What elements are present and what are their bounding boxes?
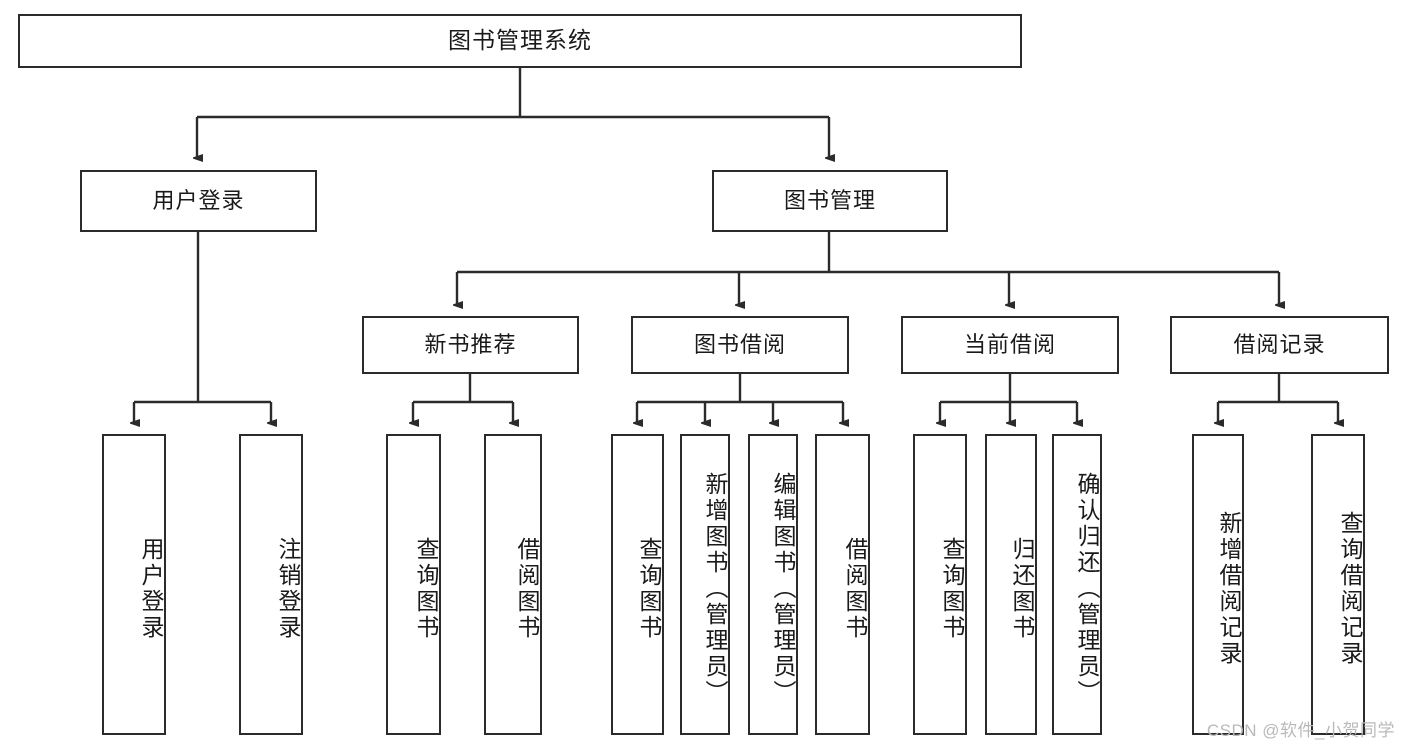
leaf-label: 编辑图书（管理员） [770,471,796,706]
leaf-query-borrow-record[interactable]: 查询借阅记录 [1311,434,1365,735]
leaf-label: 查询图书 [636,536,662,641]
node-current-borrow[interactable]: 当前借阅 [901,316,1119,374]
leaf-label: 查询借阅记录 [1337,510,1363,667]
leaf-label: 注销登录 [275,536,301,641]
node-book-borrow[interactable]: 图书借阅 [631,316,849,374]
leaf-query-book-recommend[interactable]: 查询图书 [386,434,441,735]
leaf-user-login[interactable]: 用户登录 [102,434,166,735]
leaf-borrow-book-recommend[interactable]: 借阅图书 [484,434,542,735]
leaf-borrow-book[interactable]: 借阅图书 [815,434,870,735]
leaf-return-book[interactable]: 归还图书 [985,434,1037,735]
leaf-label: 确认归还（管理员） [1074,471,1100,706]
leaf-add-borrow-record[interactable]: 新增借阅记录 [1192,434,1244,735]
leaf-add-book-admin[interactable]: 新增图书（管理员） [680,434,730,735]
leaf-query-book-borrow[interactable]: 查询图书 [611,434,664,735]
leaf-label: 新增图书（管理员） [702,471,728,706]
leaf-label: 查询图书 [413,536,439,641]
leaf-logout[interactable]: 注销登录 [239,434,303,735]
leaf-edit-book-admin[interactable]: 编辑图书（管理员） [748,434,798,735]
leaf-label: 查询图书 [939,536,965,641]
leaf-label: 归还图书 [1009,536,1035,641]
node-user-login[interactable]: 用户登录 [80,170,317,232]
leaf-label: 用户登录 [138,536,164,641]
leaf-label: 借阅图书 [842,536,868,641]
node-borrow-record[interactable]: 借阅记录 [1170,316,1389,374]
leaf-label: 新增借阅记录 [1216,510,1242,667]
watermark-text: CSDN @软件_小贺同学 [1206,721,1395,740]
node-book-management[interactable]: 图书管理 [712,170,948,232]
leaf-label: 借阅图书 [514,536,540,641]
node-new-book-recommend[interactable]: 新书推荐 [362,316,579,374]
leaf-confirm-return-admin[interactable]: 确认归还（管理员） [1052,434,1102,735]
leaf-query-book-current[interactable]: 查询图书 [913,434,967,735]
node-root-system[interactable]: 图书管理系统 [18,14,1022,68]
